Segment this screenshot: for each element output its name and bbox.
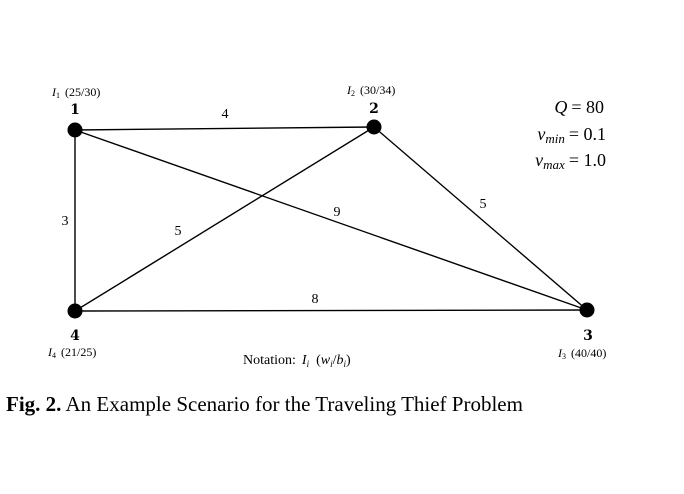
edge-weight-1-3: 9 — [334, 205, 341, 220]
city-node-4 — [67, 303, 83, 319]
edge-weight-1-4: 3 — [62, 214, 69, 229]
notation-legend: Notation:Ii(wi/bi) — [243, 353, 351, 369]
edge-weight-2-3: 5 — [480, 197, 487, 212]
edge-2-3 — [373, 126, 588, 311]
city-node-3 — [579, 302, 595, 318]
item-label-city-4: I4(21/25) — [47, 345, 96, 360]
item-label-city-3: I3(40/40) — [557, 346, 606, 361]
figure-caption-label: Fig. 2. — [6, 392, 62, 416]
edge-1-2 — [74, 126, 375, 131]
edge-weight-1-2: 4 — [222, 107, 229, 122]
param-vmax: vmax= 1.0 — [535, 150, 606, 172]
city-label-4: 4 — [70, 328, 80, 344]
param-capacity: Q= 80 — [554, 97, 604, 117]
city-node-1 — [67, 122, 83, 138]
figure-caption: Fig. 2. An Example Scenario for the Trav… — [6, 392, 682, 417]
item-label-city-1: I1(25/30) — [51, 85, 100, 100]
edge-2-4 — [74, 126, 375, 312]
param-vmin: vmin= 0.1 — [537, 124, 606, 146]
item-label-city-2: I2(30/34) — [346, 83, 395, 98]
city-label-1: 1 — [70, 102, 80, 118]
edge-1-3 — [74, 129, 588, 311]
city-label-2: 2 — [369, 101, 379, 117]
edge-weight-4-3: 8 — [312, 292, 319, 307]
city-node-2 — [366, 119, 382, 135]
city-label-3: 3 — [583, 328, 593, 344]
figure-caption-text: An Example Scenario for the Traveling Th… — [65, 392, 523, 416]
edge-weight-2-4: 5 — [175, 224, 182, 239]
edge-4-3 — [74, 309, 588, 312]
